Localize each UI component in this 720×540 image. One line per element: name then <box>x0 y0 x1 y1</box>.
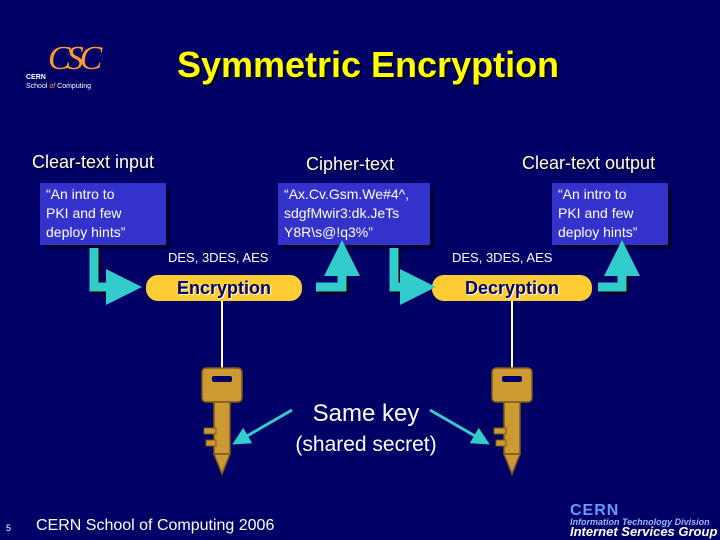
arrow-to-left-key <box>232 408 293 445</box>
slide-title: Symmetric Encryption <box>176 44 560 85</box>
same-key-label: Same key <box>312 400 420 427</box>
algorithms-encrypt-label: DES, 3DES, AES <box>168 250 269 265</box>
key-icon <box>201 367 243 477</box>
cern-logo-division: Information Technology Division <box>570 517 710 527</box>
csc-logo-cern: CERN <box>26 74 46 81</box>
input-text-box: “An intro to PKI and few deploy hints” <box>40 183 166 245</box>
logo-school-word: School <box>26 83 50 90</box>
output-text-box: “An intro to PKI and few deploy hints” <box>552 183 668 245</box>
logo-computing-word: Computing <box>55 83 91 90</box>
footer-text: CERN School of Computing 2006 <box>36 517 275 534</box>
algorithms-decrypt-label: DES, 3DES, AES <box>452 250 553 265</box>
shared-secret-label: (shared secret) <box>295 433 437 456</box>
arrow-encryption-to-cipher <box>316 240 360 294</box>
arrow-decryption-to-output <box>598 240 640 294</box>
csc-logo: CSC CERN School of Computing <box>22 42 112 94</box>
encryption-operation: Encryption <box>146 275 302 301</box>
arrow-input-to-encryption <box>89 248 142 305</box>
cern-it-logo: CERN Information Technology Division Int… <box>566 502 718 539</box>
page-number: 5 <box>6 523 12 533</box>
arrow-cipher-to-decryption <box>389 248 436 305</box>
cipher-text-box: “Ax.Cv.Gsm.We#4^, sdgfMwir3:dk.JeTs Y8R\… <box>278 183 430 245</box>
label-cipher-text: Cipher-text <box>306 154 395 174</box>
arrow-to-right-key <box>429 408 490 445</box>
key-icon <box>491 367 533 477</box>
csc-logo-school: School of Computing <box>26 83 91 90</box>
logo-of-word: of <box>49 83 56 90</box>
csc-logo-mark: CSC <box>48 40 102 77</box>
cern-logo-group: Internet Services Group <box>570 524 718 539</box>
decryption-operation: Decryption <box>432 275 592 301</box>
cern-logo-word: CERN <box>570 502 620 519</box>
label-clear-text-output: Clear-text output <box>522 153 656 173</box>
label-clear-text-input: Clear-text input <box>32 152 155 172</box>
